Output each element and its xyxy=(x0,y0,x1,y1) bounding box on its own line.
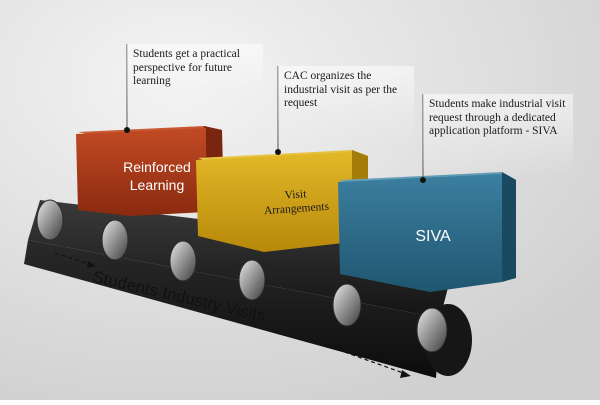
roller xyxy=(101,219,129,261)
roller xyxy=(36,199,64,241)
roller xyxy=(416,307,448,353)
box-label-reinforced-learning: Reinforced Learning xyxy=(123,159,191,193)
callout-practical-perspective: Students get a practical perspective for… xyxy=(127,44,263,124)
callout-cac-organizes: CAC organizes the industrial visit as pe… xyxy=(278,66,414,146)
conveyor-belt-front xyxy=(24,240,440,378)
box-label-siva: SIVA xyxy=(415,228,451,245)
conveyor-rollers xyxy=(36,199,448,353)
roller xyxy=(238,259,266,301)
box-front xyxy=(338,174,502,292)
callout-dot xyxy=(275,149,281,155)
flow-arrow-right xyxy=(324,344,407,375)
box-front xyxy=(196,152,352,252)
callout-siva-request: Students make industrial visit request t… xyxy=(423,94,573,176)
callout-dot xyxy=(124,127,130,133)
box-label-visit-arrangements: Visit Arrangements xyxy=(263,188,330,218)
arrow-head-icon xyxy=(87,261,96,268)
roller xyxy=(169,240,197,282)
flow-arrows xyxy=(54,252,411,378)
box-siva xyxy=(338,172,516,292)
roller xyxy=(332,283,362,327)
callout-dot xyxy=(420,177,426,183)
box-front xyxy=(76,128,206,216)
box-side xyxy=(502,172,516,282)
arrow-head-icon xyxy=(400,370,411,378)
